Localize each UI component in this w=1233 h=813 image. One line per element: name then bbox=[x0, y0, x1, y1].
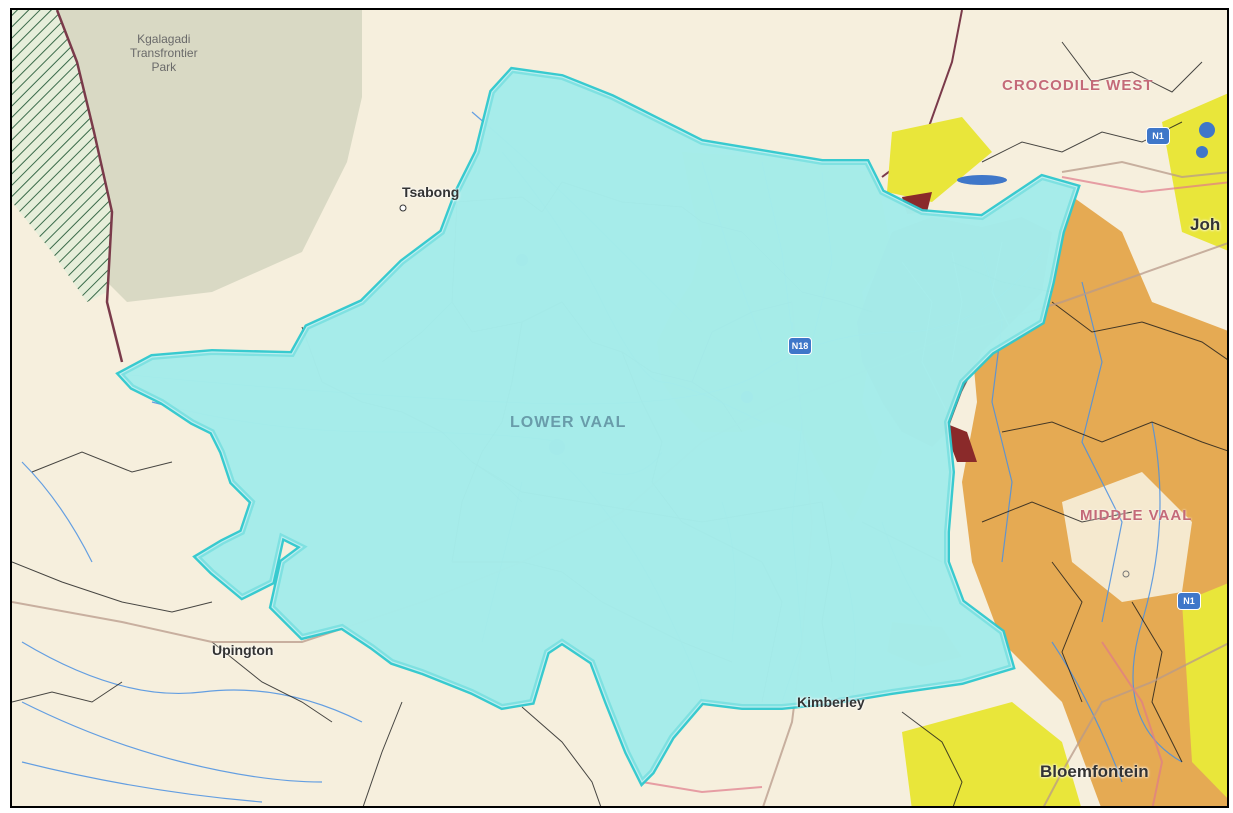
yellow-zone-south bbox=[902, 702, 1081, 806]
welkom-marker bbox=[1122, 570, 1130, 578]
route-shield-n1-south: N1 bbox=[1177, 592, 1201, 610]
kgalagadi-park-area bbox=[57, 10, 362, 302]
johannesburg-label: Joh bbox=[1190, 215, 1221, 234]
tsabong-marker bbox=[399, 204, 407, 212]
kimberley-label: Kimberley bbox=[797, 694, 865, 710]
tsabong-label: Tsabong bbox=[402, 184, 460, 200]
crocodile-west-region-label: CROCODILE WEST bbox=[1002, 77, 1154, 94]
kgalagadi-park-label: Kgalagadi Transfrontier Park bbox=[130, 32, 198, 74]
route-shield-n1-north: N1 bbox=[1146, 127, 1170, 145]
yellow-zone-east bbox=[1182, 583, 1227, 798]
middle-vaal-region-label: MIDDLE VAAL bbox=[1080, 507, 1193, 524]
map-canvas[interactable] bbox=[12, 10, 1229, 808]
hatched-protected-area bbox=[12, 10, 112, 302]
route-shield-n18: N18 bbox=[788, 337, 812, 355]
yellow-zone-top bbox=[887, 117, 992, 202]
upington-label: Upington bbox=[212, 642, 274, 658]
map-frame[interactable]: Kgalagadi Transfrontier Park Tsabong Upi… bbox=[10, 8, 1229, 808]
international-border bbox=[55, 10, 124, 363]
major-roads bbox=[641, 176, 1227, 806]
lower-vaal-region-label: LOWER VAAL bbox=[510, 414, 627, 431]
bloemfontein-label: Bloemfontein bbox=[1040, 762, 1149, 781]
